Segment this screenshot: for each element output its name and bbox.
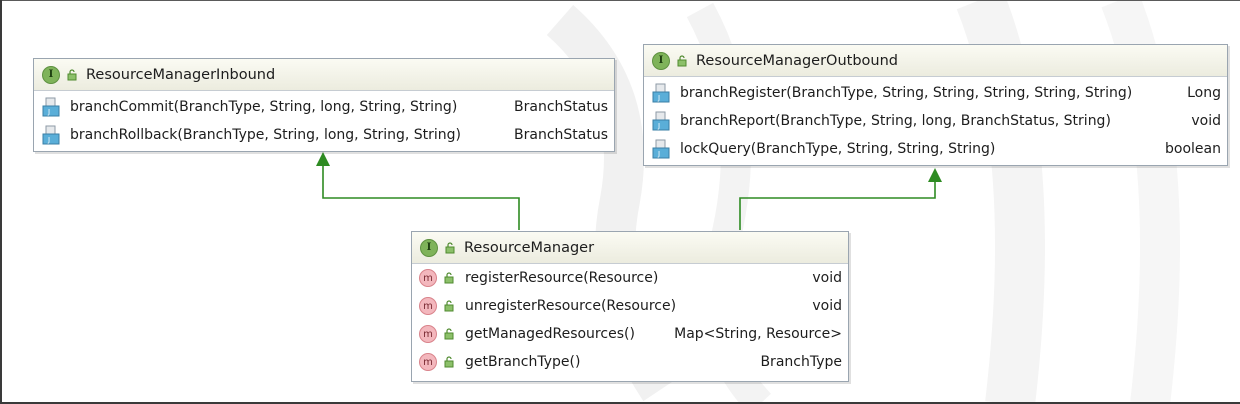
method-row[interactable]: m getBranchType() BranchType xyxy=(412,348,848,376)
interface-title: ResourceManager xyxy=(464,239,595,256)
public-lock-icon xyxy=(67,68,77,80)
java-method-icon: J xyxy=(42,97,60,117)
svg-text:J: J xyxy=(47,136,50,144)
return-type: BranchStatus xyxy=(514,99,608,115)
return-type: Long xyxy=(1187,85,1221,101)
svg-text:J: J xyxy=(657,94,660,102)
inheritance-arrowhead-outbound xyxy=(928,168,942,182)
method-signature: branchReport(BranchType, String, long, B… xyxy=(680,113,1111,129)
public-lock-icon xyxy=(444,272,454,284)
method-signature: lockQuery(BranchType, String, String, St… xyxy=(680,141,996,157)
return-type: BranchStatus xyxy=(514,127,608,143)
method-signature: unregisterResource(Resource) xyxy=(465,298,677,314)
method-icon: m xyxy=(419,269,437,287)
method-row[interactable]: m registerResource(Resource) void xyxy=(412,264,848,292)
method-signature: getBranchType() xyxy=(465,354,581,370)
interface-header: I ResourceManagerInbound xyxy=(34,59,614,91)
interface-icon: I xyxy=(652,51,670,70)
method-row[interactable]: m unregisterResource(Resource) void xyxy=(412,292,848,320)
interface-box-resource-manager-inbound[interactable]: I ResourceManagerInbound J branchCommit(… xyxy=(33,58,615,152)
java-method-icon: J xyxy=(652,83,670,103)
method-icon: m xyxy=(419,297,437,315)
method-signature: branchCommit(BranchType, String, long, S… xyxy=(70,99,458,115)
public-lock-icon xyxy=(444,356,454,368)
method-row[interactable]: J branchRollback(BranchType, String, lon… xyxy=(34,121,614,149)
return-type: BranchType xyxy=(760,354,842,370)
return-type: void xyxy=(812,298,842,314)
public-lock-icon xyxy=(444,300,454,312)
method-signature: branchRollback(BranchType, String, long,… xyxy=(70,127,462,143)
svg-text:J: J xyxy=(47,108,50,116)
method-row[interactable]: J branchCommit(BranchType, String, long,… xyxy=(34,93,614,121)
method-icon: m xyxy=(419,353,437,371)
interface-title: ResourceManagerOutbound xyxy=(696,52,899,69)
public-lock-icon xyxy=(445,241,455,253)
return-type: void xyxy=(812,270,842,286)
method-row[interactable]: m getManagedResources() Map<String, Reso… xyxy=(412,320,848,348)
method-signature: getManagedResources() xyxy=(465,326,635,342)
method-row[interactable]: J branchRegister(BranchType, String, Str… xyxy=(644,79,1227,107)
interface-icon: I xyxy=(420,238,438,257)
interface-box-resource-manager-outbound[interactable]: I ResourceManagerOutbound J branchRegist… xyxy=(643,44,1228,166)
svg-text:J: J xyxy=(657,150,660,158)
interface-title: ResourceManagerInbound xyxy=(86,66,276,83)
return-type: void xyxy=(1191,113,1221,129)
public-lock-icon xyxy=(677,54,687,66)
method-row[interactable]: J lockQuery(BranchType, String, String, … xyxy=(644,135,1227,163)
interface-icon: I xyxy=(42,65,60,84)
svg-text:J: J xyxy=(657,122,660,130)
java-method-icon: J xyxy=(42,125,60,145)
interface-header: I ResourceManager xyxy=(412,232,848,264)
method-icon: m xyxy=(419,325,437,343)
inheritance-line-outbound xyxy=(739,180,936,230)
method-signature: registerResource(Resource) xyxy=(465,270,659,286)
java-method-icon: J xyxy=(652,139,670,159)
window-bottom-edge xyxy=(0,402,1240,404)
public-lock-icon xyxy=(444,328,454,340)
interface-box-resource-manager[interactable]: I ResourceManager m registerResource(Res… xyxy=(411,231,849,382)
return-type: boolean xyxy=(1165,141,1221,157)
window-top-edge xyxy=(0,0,1240,1)
java-method-icon: J xyxy=(652,111,670,131)
window-left-edge xyxy=(0,0,2,404)
method-row[interactable]: J branchReport(BranchType, String, long,… xyxy=(644,107,1227,135)
method-signature: branchRegister(BranchType, String, Strin… xyxy=(680,85,1133,101)
interface-header: I ResourceManagerOutbound xyxy=(644,45,1227,77)
inheritance-arrowhead-inbound xyxy=(316,152,330,166)
inheritance-line-inbound xyxy=(322,164,520,230)
return-type: Map<String, Resource> xyxy=(674,326,842,342)
